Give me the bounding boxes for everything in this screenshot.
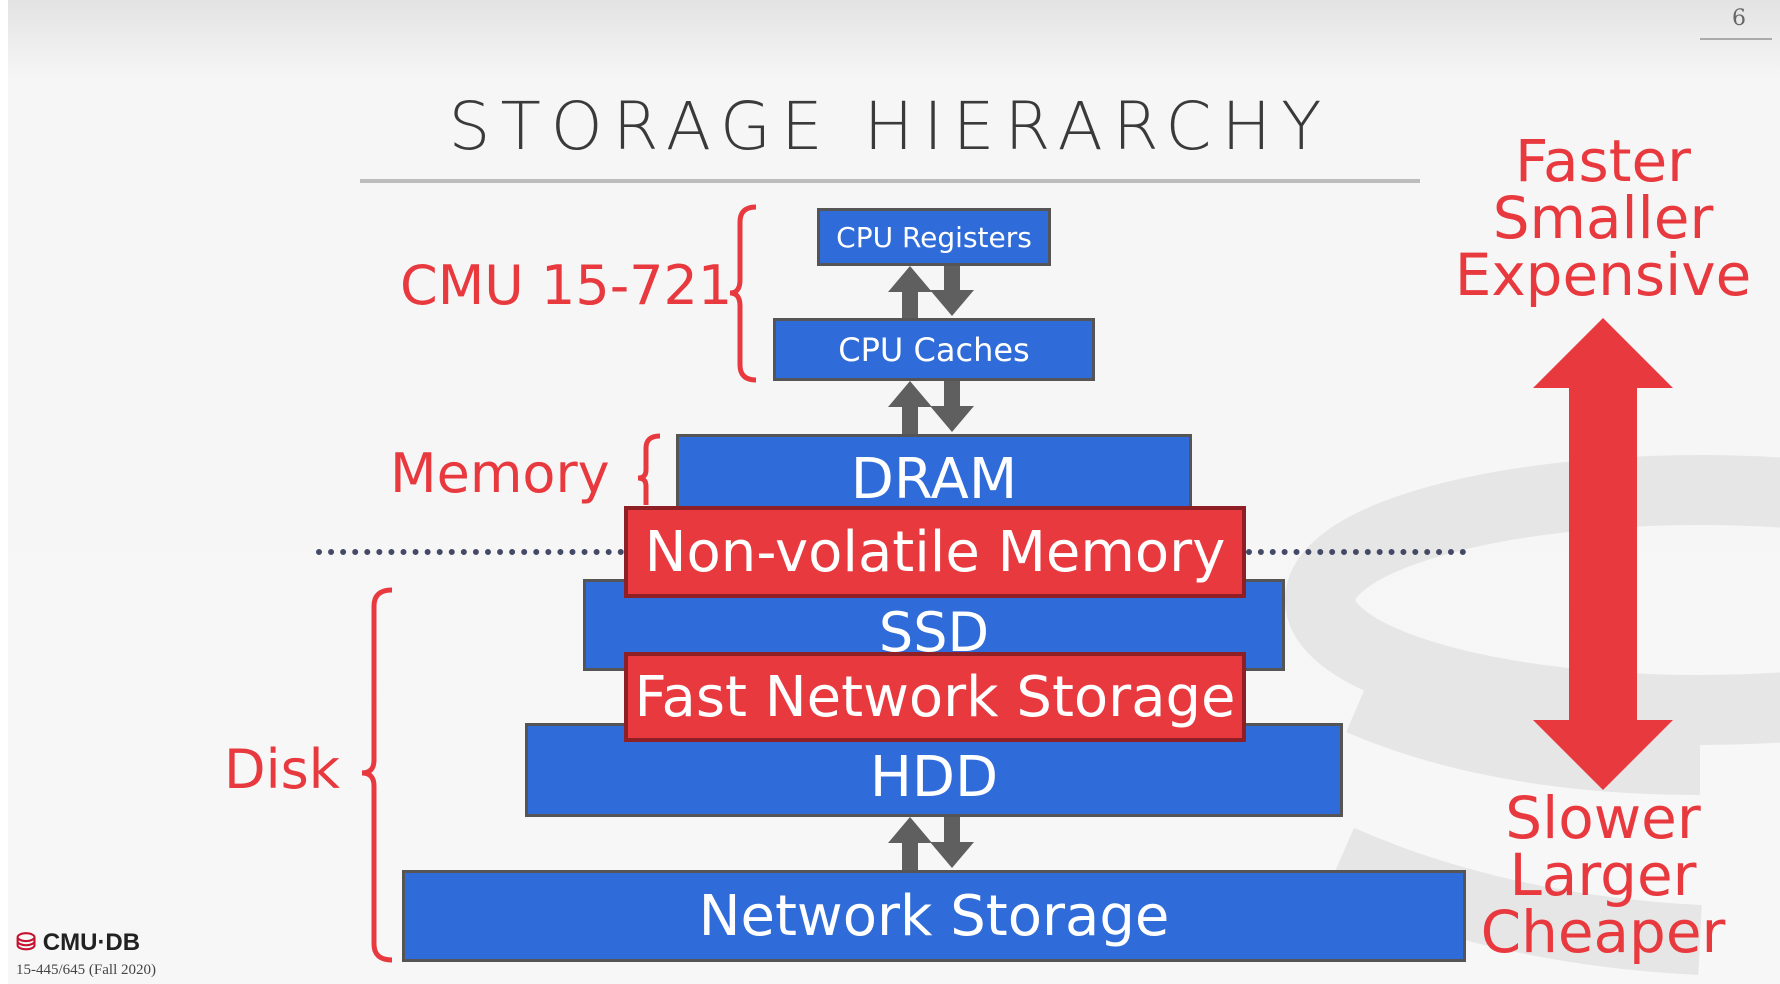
bottom-text-larger: Larger: [1509, 841, 1697, 909]
tier-dram: DRAM: [676, 434, 1192, 512]
down-arrow-icon: [930, 816, 974, 868]
bottom-text-cheaper: Cheaper: [1480, 898, 1726, 966]
left-edge: [0, 0, 8, 984]
down-arrow-icon: [930, 380, 974, 432]
top-text-faster: Faster: [1514, 127, 1692, 195]
tier-arrows: [888, 264, 974, 870]
top-text-expensive: Expensive: [1454, 241, 1752, 309]
tier-cpu-registers: CPU Registers: [817, 208, 1051, 266]
bottom-text-slower: Slower: [1505, 784, 1701, 852]
up-arrow-icon: [888, 381, 932, 434]
group-label-memory: Memory: [390, 442, 610, 505]
page-number-rule: [1700, 38, 1772, 40]
cmu-brace: [729, 204, 757, 383]
up-arrow-icon: [888, 266, 932, 318]
bottom-characteristics: Slower Larger Cheaper: [1453, 784, 1753, 966]
volatility-boundary-left: [316, 549, 624, 555]
disk-brace: [361, 587, 393, 963]
cmu-db-logo: ⛁ CMU·DB: [16, 928, 140, 957]
tier-fast-network-storage: Fast Network Storage: [624, 652, 1246, 742]
group-label-disk: Disk: [224, 738, 340, 801]
slide-title: STORAGE HIERARCHY: [448, 88, 1332, 165]
logo-text: CMU·DB: [42, 929, 141, 956]
top-characteristics: Faster Smaller Expensive: [1453, 127, 1753, 309]
page-number: 6: [1732, 6, 1746, 31]
tier-non-volatile-memory: Non-volatile Memory: [624, 506, 1246, 598]
tier-network-storage: Network Storage: [402, 870, 1466, 962]
memory-brace: [637, 433, 661, 505]
database-logo-icon: ⛁: [16, 929, 37, 956]
double-arrow-icon: [1533, 318, 1673, 790]
volatility-boundary-right: [1246, 549, 1466, 555]
course-label: 15-445/645 (Fall 2020): [16, 962, 156, 978]
top-text-smaller: Smaller: [1492, 184, 1714, 252]
group-label-cmu: CMU 15-721: [400, 254, 733, 317]
tier-cpu-caches: CPU Caches: [773, 318, 1095, 381]
up-arrow-icon: [888, 817, 932, 870]
down-arrow-icon: [930, 264, 974, 316]
title-rule: [360, 179, 1420, 183]
